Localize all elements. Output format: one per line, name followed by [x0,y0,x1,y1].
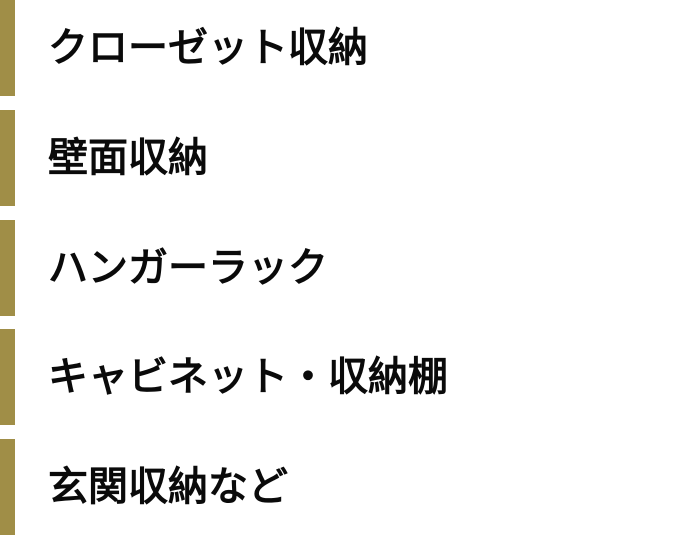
category-item-entrance-storage[interactable]: 玄関収納など [0,439,686,535]
category-label: キャビネット・収納棚 [48,354,448,401]
accent-bar [0,329,15,426]
category-item-cabinet-shelf[interactable]: キャビネット・収納棚 [0,329,686,426]
category-label: ハンガーラック [48,244,328,291]
accent-bar [0,439,15,535]
category-label: 壁面収納 [48,134,208,181]
category-item-closet-storage[interactable]: クローゼット収納 [0,0,686,96]
category-item-hanger-rack[interactable]: ハンガーラック [0,219,686,316]
accent-bar [0,109,15,206]
category-label: クローゼット収納 [48,25,368,71]
category-label: 玄関収納など [48,464,288,510]
category-item-wall-storage[interactable]: 壁面収納 [0,109,686,206]
accent-bar [0,0,15,96]
accent-bar [0,219,15,316]
